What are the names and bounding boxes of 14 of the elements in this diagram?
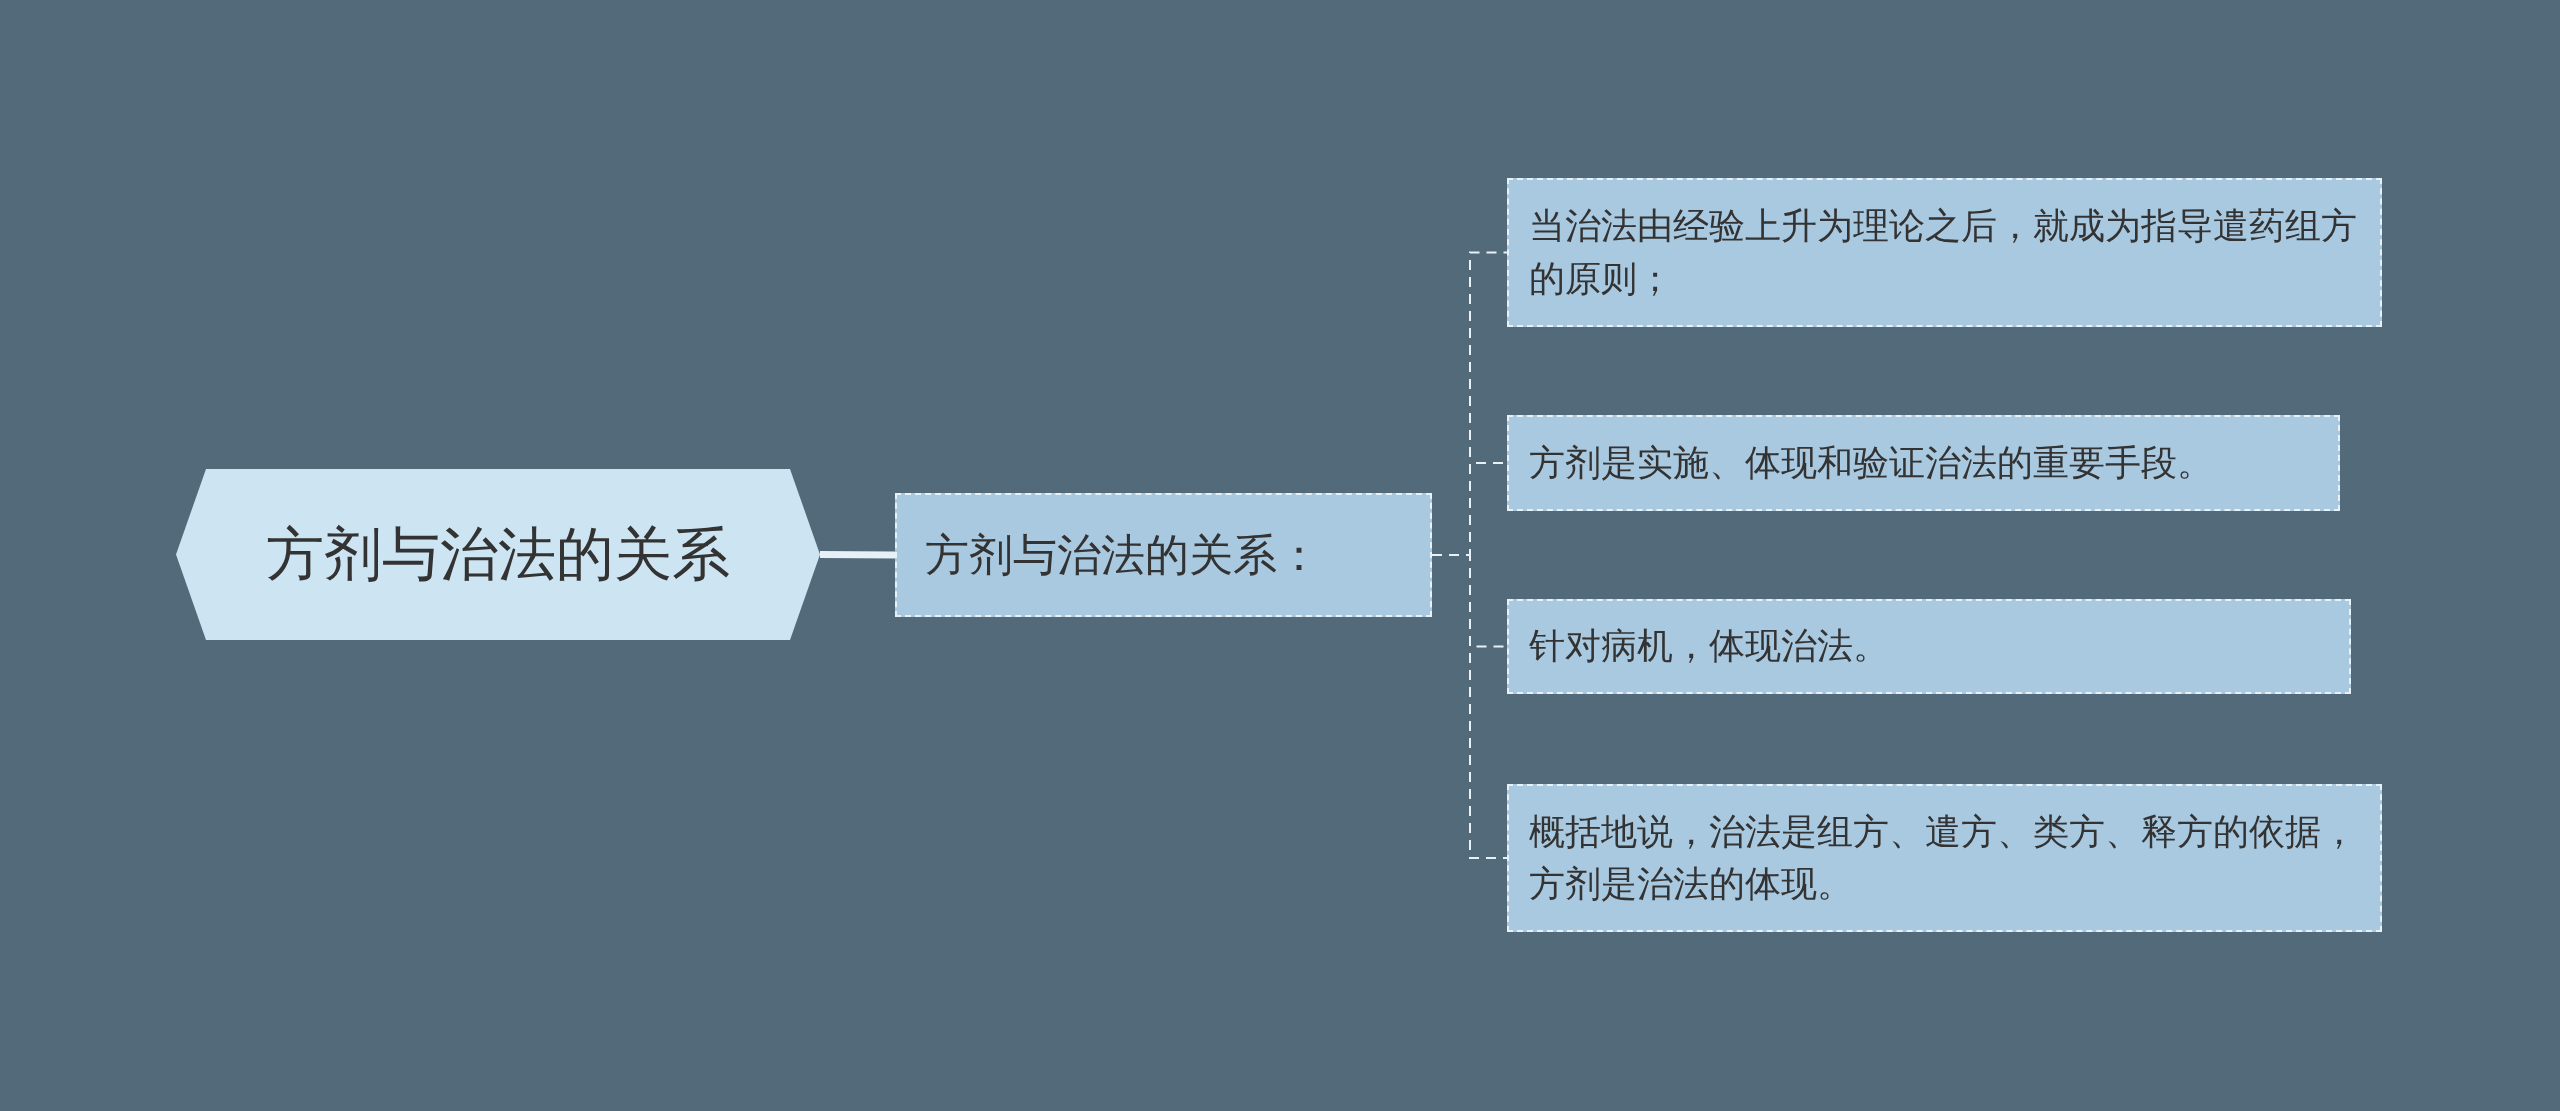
subtopic-text: 针对病机，体现治法。 xyxy=(1529,624,1889,669)
subtopic-text: 方剂是实施、体现和验证治法的重要手段。 xyxy=(1529,440,2213,485)
subtopic-box xyxy=(1507,599,2351,694)
connector-line xyxy=(819,551,896,559)
topic-label: 方剂与治法的关系 xyxy=(266,519,730,591)
connector-line xyxy=(1431,554,1508,859)
subtopic-box xyxy=(1507,415,2340,511)
topic-hexagon xyxy=(176,469,820,640)
subtopic-text: 概括地说，治法是组方、遣方、类方、释方的依据，方剂是治法的体现。 xyxy=(1529,809,2358,906)
subtopic-text: 方剂与治法的关系： xyxy=(925,528,1321,583)
subtopic-box xyxy=(895,493,1432,617)
subtopic-box xyxy=(1507,784,2382,932)
subtopic-box xyxy=(1507,178,2382,327)
subtopic-text: 当治法由经验上升为理论之后，就成为指导遣药组方的原则； xyxy=(1529,204,2358,301)
